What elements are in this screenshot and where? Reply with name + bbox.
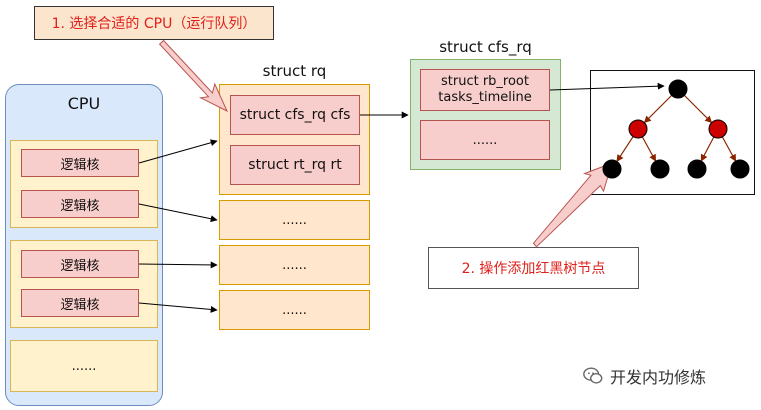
cpu-title: CPU (67, 93, 101, 113)
rbtree-node-red (628, 119, 648, 139)
rbtree-edge (700, 136, 715, 162)
rbtree-node-black (650, 159, 670, 179)
cfs-rq-field-tasks-timeline: struct rb_root tasks_timeline (420, 69, 550, 111)
rbtree-edge (641, 136, 657, 162)
logical-core: 逻辑核 (21, 289, 139, 317)
connector-core-to-rq (138, 139, 218, 164)
hint-arrow-to-rq (158, 39, 229, 113)
watermark: 开发内功修炼 (582, 364, 706, 388)
connector-core-to-rq-slot (138, 302, 218, 313)
rq-field-rt: struct rt_rq rt (230, 145, 360, 185)
connector-core-to-rq-slot (138, 261, 218, 269)
callout-add-rbtree-node: 2. 操作添加红黑树节点 (428, 247, 639, 289)
rq-slot: ...... (219, 290, 370, 330)
cfs-rq-title: struct cfs_rq (439, 38, 532, 56)
connector-tasks-timeline-to-rbtree-root (549, 82, 665, 91)
rbtree-node-black (602, 159, 622, 179)
logical-core: 逻辑核 (21, 149, 139, 177)
rbtree-node-red (708, 119, 728, 139)
rq-title: struct rq (262, 62, 327, 80)
hint-arrow-to-rbtree (532, 162, 613, 248)
rbtree-edge (616, 136, 634, 163)
rbtree-node-black (668, 79, 688, 99)
rbtree-edges (616, 94, 737, 163)
rbtree-node-black (730, 159, 750, 179)
rbtree-edge (683, 94, 713, 124)
logical-core: 逻辑核 (21, 250, 139, 278)
logical-core: 逻辑核 (21, 190, 139, 218)
rq-field-cfs: struct cfs_rq cfs (230, 95, 360, 135)
rbtree-nodes (602, 79, 750, 179)
rbtree-edge (721, 136, 737, 162)
cpu-more: ...... (10, 340, 158, 392)
callout-select-cpu: 1. 选择合适的 CPU（运行队列） (34, 6, 274, 40)
rq-slot: ...... (219, 200, 370, 240)
cfs-rq-field-more: ...... (420, 120, 550, 160)
rbtree-edge (643, 94, 673, 124)
rbtree-node-black (687, 159, 707, 179)
rq-slot: ...... (219, 245, 370, 285)
wechat-icon (583, 367, 603, 384)
connector-core-to-rq-slot (138, 203, 218, 223)
watermark-text: 开发内功修炼 (610, 368, 707, 387)
